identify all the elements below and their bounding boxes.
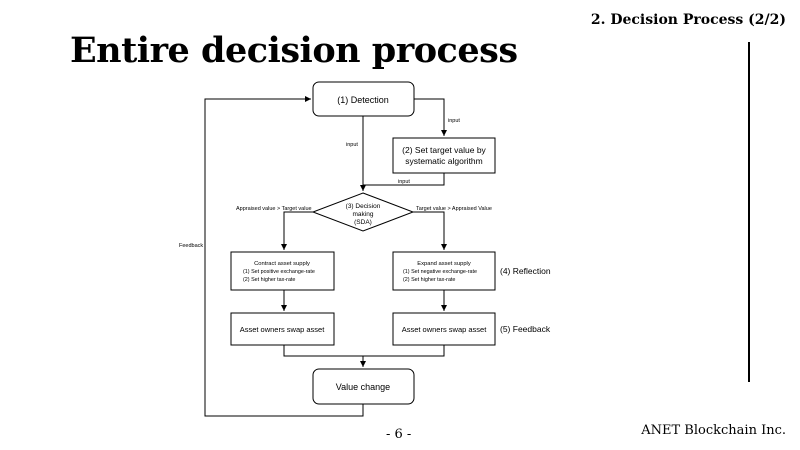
reflection-step-label: (4) Reflection [500, 266, 551, 276]
detection-node [312, 81, 415, 117]
target-value-label-line2: systematic algorithm [405, 156, 482, 166]
expand-supply-item-2: (2) Set higher tax-rate [403, 277, 455, 283]
company-name: ANET Blockchain Inc. [641, 423, 786, 438]
value-change-label: Value change [336, 382, 390, 392]
feedback-step-label: (5) Feedback [500, 324, 551, 334]
decision-label-line3: (SDA) [354, 219, 372, 226]
expand-supply-title: Expand asset supply [417, 261, 471, 267]
connector-decision-to-contract [281, 211, 313, 250]
expand-supply-item-1: (1) Set negative exchange-rate [403, 269, 477, 275]
contract-supply-item-1: (1) Set positive exchange-rate [243, 269, 315, 275]
left-swap-label: Asset owners swap asset [240, 325, 326, 334]
input-label-detection: input [346, 142, 358, 148]
decision-label-line1: (3) Decision [346, 203, 381, 210]
connector-target-to-decision [363, 173, 445, 186]
decision-node [311, 192, 415, 232]
target-value-node [392, 137, 496, 174]
right-condition-label: Target value > Appraised Value [416, 206, 492, 212]
right-swap-node [392, 312, 496, 346]
contract-supply-title: Contract asset supply [254, 261, 310, 267]
contract-supply-item-2: (2) Set higher tax-rate [243, 277, 295, 283]
detection-label: (1) Detection [337, 95, 389, 105]
value-change-node [312, 368, 415, 405]
section-title: 2. Decision Process (2/2) [590, 12, 786, 28]
page-title: Entire decision process [70, 30, 518, 71]
page-number: - 6 - [386, 427, 412, 442]
connector-feedback-loop [204, 96, 364, 417]
left-condition-label: Appraised value > Target value [236, 206, 312, 212]
vertical-divider [748, 42, 750, 382]
connector-detection-to-target [414, 98, 447, 136]
left-swap-node [230, 312, 335, 346]
connector-left-swap-merge [283, 345, 445, 357]
expand-supply-node [392, 251, 496, 291]
contract-supply-node [230, 251, 335, 291]
input-label-target: input [448, 118, 460, 124]
feedback-loop-label: Feedback [179, 243, 203, 249]
target-value-label-line1: (2) Set target value by [402, 145, 486, 155]
connector-decision-to-expand [413, 211, 447, 250]
right-swap-label: Asset owners swap asset [402, 325, 488, 334]
decision-label-line2: making [353, 211, 374, 218]
input-label-decision: input [398, 179, 410, 185]
